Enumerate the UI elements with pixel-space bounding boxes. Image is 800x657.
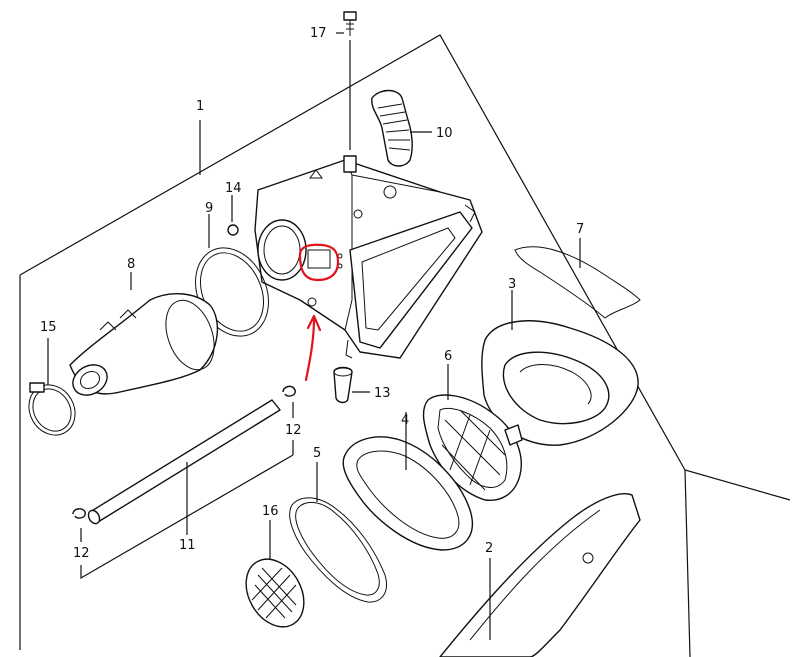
callout-15: 15 [40,320,57,335]
part-14-screw [227,195,239,236]
part-5-gasket [289,462,387,603]
part-1-air-cleaner-case [254,155,483,359]
part-3-filter-element [481,290,639,446]
callout-5: 5 [313,446,321,461]
callout-16: 16 [262,504,279,519]
red-annotation [298,243,340,382]
callout-6: 6 [444,349,452,364]
callout-4: 4 [401,413,409,428]
callout-12-right: 12 [285,423,302,438]
callout-8: 8 [127,257,135,272]
part-17-bolt [336,11,357,150]
red-arrow [304,316,316,382]
callout-3: 3 [508,277,516,292]
callout-2: 2 [485,541,493,556]
callout-14: 14 [225,181,242,196]
callout-10: 10 [436,126,453,141]
part-4-frame [342,412,474,551]
callout-13: 13 [374,386,391,401]
callout-12-left: 12 [73,546,90,561]
part-13-drain-plug [333,366,370,404]
callout-7: 7 [576,222,584,237]
callout-labels: 17 1 10 14 9 7 8 3 15 6 13 4 12 5 16 11 … [40,26,584,561]
part-8-outlet-tube [69,272,219,396]
part-11-drain-tube [87,399,281,535]
part-15-hose-clamp [28,338,76,436]
callout-9: 9 [205,201,213,216]
red-highlight-circle [298,243,340,282]
part-16-mesh-screen [245,520,305,628]
part-10-breather-hose [371,89,432,167]
part-12-clip-left [72,454,294,580]
part-12-clip-right [282,385,296,455]
callout-11: 11 [179,538,196,553]
callout-1: 1 [196,99,204,114]
callout-17: 17 [310,26,327,41]
part-7-plate [514,238,641,319]
part-2-cover [439,493,641,657]
